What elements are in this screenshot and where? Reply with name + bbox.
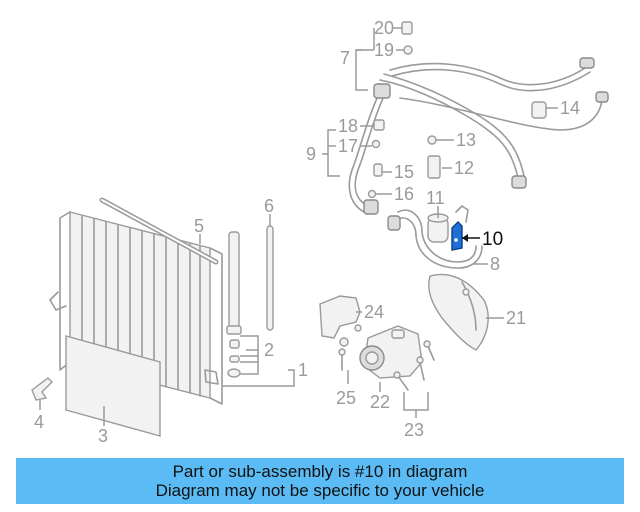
suction-hose <box>379 57 609 189</box>
callout-11: 11 <box>426 188 445 208</box>
callout-4: 4 <box>34 412 44 432</box>
callout-7: 7 <box>340 48 350 68</box>
callout-22: 22 <box>370 392 390 412</box>
receiver-drier <box>226 231 242 378</box>
callout-16: 16 <box>394 184 414 204</box>
banner-line-1: Part or sub-assembly is #10 in diagram <box>172 462 468 481</box>
callout-2: 2 <box>264 340 274 360</box>
callout-3: 3 <box>98 426 108 446</box>
part-10-shape <box>451 221 463 251</box>
highlighted-part-10 <box>451 205 469 251</box>
parts-diagram: 1 2 3 4 5 6 7 8 9 10 11 12 13 14 15 16 1… <box>31 18 609 446</box>
callout-1: 1 <box>298 360 308 380</box>
banner-line-2: Diagram may not be specific to your vehi… <box>155 481 485 500</box>
callout-23: 23 <box>404 420 424 440</box>
condenser-bracket <box>65 335 161 437</box>
callout-5: 5 <box>194 216 204 236</box>
mounting-clip <box>31 377 53 401</box>
heat-shield <box>428 273 489 351</box>
filter-rod <box>266 225 274 331</box>
pressure-hose <box>348 83 391 215</box>
callout-6: 6 <box>264 196 274 216</box>
small-fittings <box>367 21 547 199</box>
expansion-valve <box>427 213 449 243</box>
callout-13: 13 <box>456 130 476 150</box>
bolts <box>338 340 435 391</box>
callout-19: 19 <box>374 40 394 60</box>
callout-9: 9 <box>306 144 316 164</box>
callout-8: 8 <box>490 254 500 274</box>
callout-15: 15 <box>394 162 414 182</box>
callout-10: 10 <box>482 229 503 250</box>
callout-12: 12 <box>454 158 474 178</box>
callout-18: 18 <box>338 116 358 136</box>
callout-20: 20 <box>374 18 394 38</box>
callout-24: 24 <box>364 302 384 322</box>
callout-labels: 1 2 3 4 5 6 7 8 9 10 11 12 13 14 15 16 1… <box>34 18 580 446</box>
leader-lines <box>39 27 558 426</box>
callout-17: 17 <box>338 136 358 156</box>
callout-25: 25 <box>336 388 356 408</box>
callout-14: 14 <box>560 98 580 118</box>
compressor-bracket <box>319 295 362 347</box>
info-banner: Part or sub-assembly is #10 in diagram D… <box>16 458 624 504</box>
callout-21: 21 <box>506 308 526 328</box>
discharge-hose <box>387 209 483 269</box>
ac-compressor <box>359 325 423 379</box>
